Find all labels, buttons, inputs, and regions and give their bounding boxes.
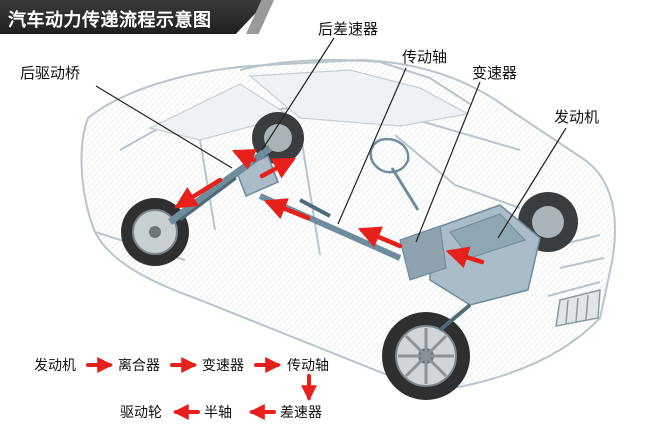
- leader-transmission: [415, 81, 481, 243]
- flow-step-drive-shaft: 传动轴: [287, 358, 329, 374]
- callout-leaders: [95, 37, 567, 243]
- leader-rear-differential: [261, 37, 335, 151]
- label-rear-differential: 后差速器: [318, 20, 379, 38]
- title-banner: [0, 0, 268, 34]
- leader-rear-axle: [95, 85, 233, 169]
- rear-left-wheel: [121, 198, 189, 266]
- flow-step-differential: 差速器: [280, 405, 322, 421]
- label-rear-axle: 后驱动桥: [20, 64, 81, 82]
- leader-drive-shaft: [337, 67, 407, 225]
- flow-arrows: [86, 357, 317, 420]
- label-transmission: 变速器: [472, 64, 518, 82]
- flow-step-half-shaft: 半轴: [204, 405, 232, 421]
- power-flow-arrows: [174, 149, 485, 269]
- front-grille: [555, 289, 601, 327]
- drivetrain: [167, 137, 541, 332]
- flow-step-engine: 发动机: [34, 358, 76, 374]
- page-title: 汽车动力传递流程示意图: [8, 10, 212, 31]
- flow-step-clutch: 离合器: [118, 358, 160, 374]
- front-left-wheel: [382, 312, 470, 400]
- flow-step-drive-wheel: 驱动轮: [120, 405, 162, 421]
- leader-engine: [497, 127, 567, 239]
- flow-step-transmission: 变速器: [202, 358, 244, 374]
- label-drive-shaft: 传动轴: [402, 48, 448, 66]
- label-engine: 发动机: [554, 108, 600, 126]
